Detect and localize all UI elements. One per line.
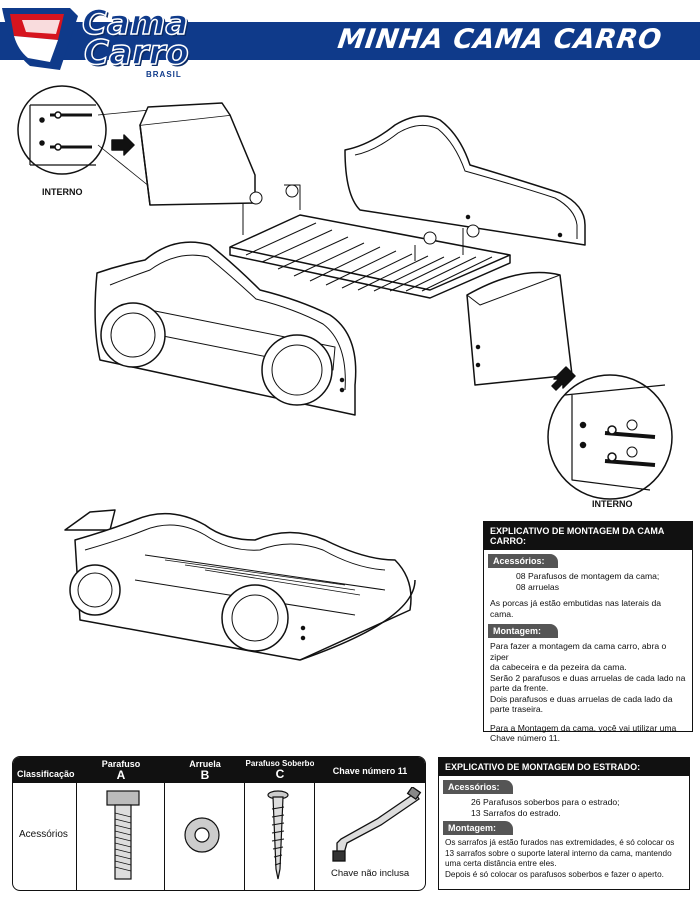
- row-label-acessorios: Acessórios: [19, 829, 68, 840]
- slat-instructions-title: EXPLICATIVO DE MONTAGEM DO ESTRADO:: [439, 758, 689, 776]
- bolt-icon: [106, 790, 140, 880]
- footboard-panel: [466, 271, 573, 386]
- page-title: MINHA CAMA CARRO: [335, 24, 664, 55]
- slat-instructions-box: EXPLICATIVO DE MONTAGEM DO ESTRADO: Aces…: [438, 757, 690, 890]
- slat-acessorio-item: 13 Sarrafos do estrado.: [471, 807, 561, 818]
- col-arruela: Arruela: [189, 759, 221, 769]
- bed-montagem-label: Montagem:: [488, 624, 558, 638]
- washer-icon: [184, 817, 220, 853]
- side-panel-back: [344, 115, 586, 246]
- logo-word-cama: Cama: [81, 3, 189, 43]
- header-band: [0, 22, 700, 60]
- slat-montagem-line: uma certa distância entre eles.: [445, 859, 557, 868]
- bed-montagem-line: Para fazer a montagem da cama carro, abr…: [490, 641, 667, 662]
- col-arruela-header: Arruela B: [165, 757, 245, 783]
- bed-acessorio-item: 08 Parafusos de montagem da cama;: [516, 571, 660, 581]
- bed-acessorio-item: 08 arruelas: [516, 581, 559, 592]
- headboard-panel: [139, 102, 256, 206]
- bed-instructions-box: EXPLICATIVO DE MONTAGEM DA CAMA CARRO: A…: [483, 521, 693, 743]
- col-parafuso: Parafuso: [101, 759, 141, 769]
- logo-word-carro: Carro: [83, 33, 189, 73]
- brand-logo: Cama Carro BRASIL: [0, 0, 225, 80]
- bed-montagem-line: da cabeceira e da pezeira da cama.: [490, 662, 627, 672]
- label-interno-bottom: INTERNO: [592, 499, 633, 509]
- col-soberbo-code: C: [275, 767, 285, 781]
- bed-montagem-line: parte da frente.: [490, 683, 549, 693]
- slat-acessorio-item: 26 Parafusos soberbos para o estrado;: [471, 797, 620, 807]
- slat-montagem-line: 13 sarrafos sobre o suporte lateral inte…: [445, 848, 672, 858]
- slat-acessorios-label: Acessórios:: [443, 780, 513, 794]
- slat-montagem-label: Montagem:: [443, 821, 513, 835]
- bed-chave-line: Para a Montagem da cama, você vai utiliz…: [490, 722, 677, 733]
- logo-word-brasil: BRASIL: [146, 70, 182, 79]
- bed-montagem-line: Dois parafusos e duas arruelas de cada l…: [490, 693, 673, 704]
- col-parafuso-code: A: [116, 768, 126, 782]
- detail-circle-bottom-right: [547, 374, 673, 500]
- bed-montagem-line: Serão 2 parafusos e duas arruelas de cad…: [490, 672, 686, 683]
- wood-screw-icon: [267, 790, 289, 880]
- col-soberbo: Parafuso Soberbo: [245, 759, 315, 768]
- bed-montagem-line: parte traseira.: [490, 704, 544, 714]
- bed-acessorios-label: Acessórios:: [488, 554, 558, 568]
- col-soberbo-header: Parafuso Soberbo C: [245, 757, 315, 783]
- slat-frame: [229, 214, 511, 299]
- assembled-bed-diagram: [64, 509, 416, 661]
- col-classificacao: Classificação: [13, 757, 77, 783]
- detail-circle-top-left: [17, 85, 107, 175]
- bed-acessorios-note: As porcas já estão embutidas nas laterai…: [490, 598, 662, 619]
- col-parafuso-header: Parafuso A: [77, 757, 165, 783]
- bed-chave-line: Chave número 11.: [490, 733, 561, 743]
- accessories-table: Classificação Parafuso A Arruela B Paraf…: [12, 756, 426, 891]
- slat-montagem-line: Os sarrafos já estão furados nas extremi…: [445, 838, 675, 847]
- slat-montagem-line: Depois é só colocar os parafusos soberbo…: [445, 869, 664, 879]
- label-interno-top: INTERNO: [42, 187, 83, 197]
- screw-markers: [242, 184, 480, 261]
- bed-instructions-title: EXPLICATIVO DE MONTAGEM DA CAMA CARRO:: [484, 522, 692, 550]
- chave-note: Chave não inclusa: [331, 868, 410, 879]
- assembly-diagram: [17, 85, 673, 500]
- car-side-panel: [94, 241, 357, 416]
- col-arruela-code: B: [200, 768, 210, 782]
- col-chave: Chave número 11: [315, 757, 425, 783]
- wrench-icon: [332, 787, 422, 862]
